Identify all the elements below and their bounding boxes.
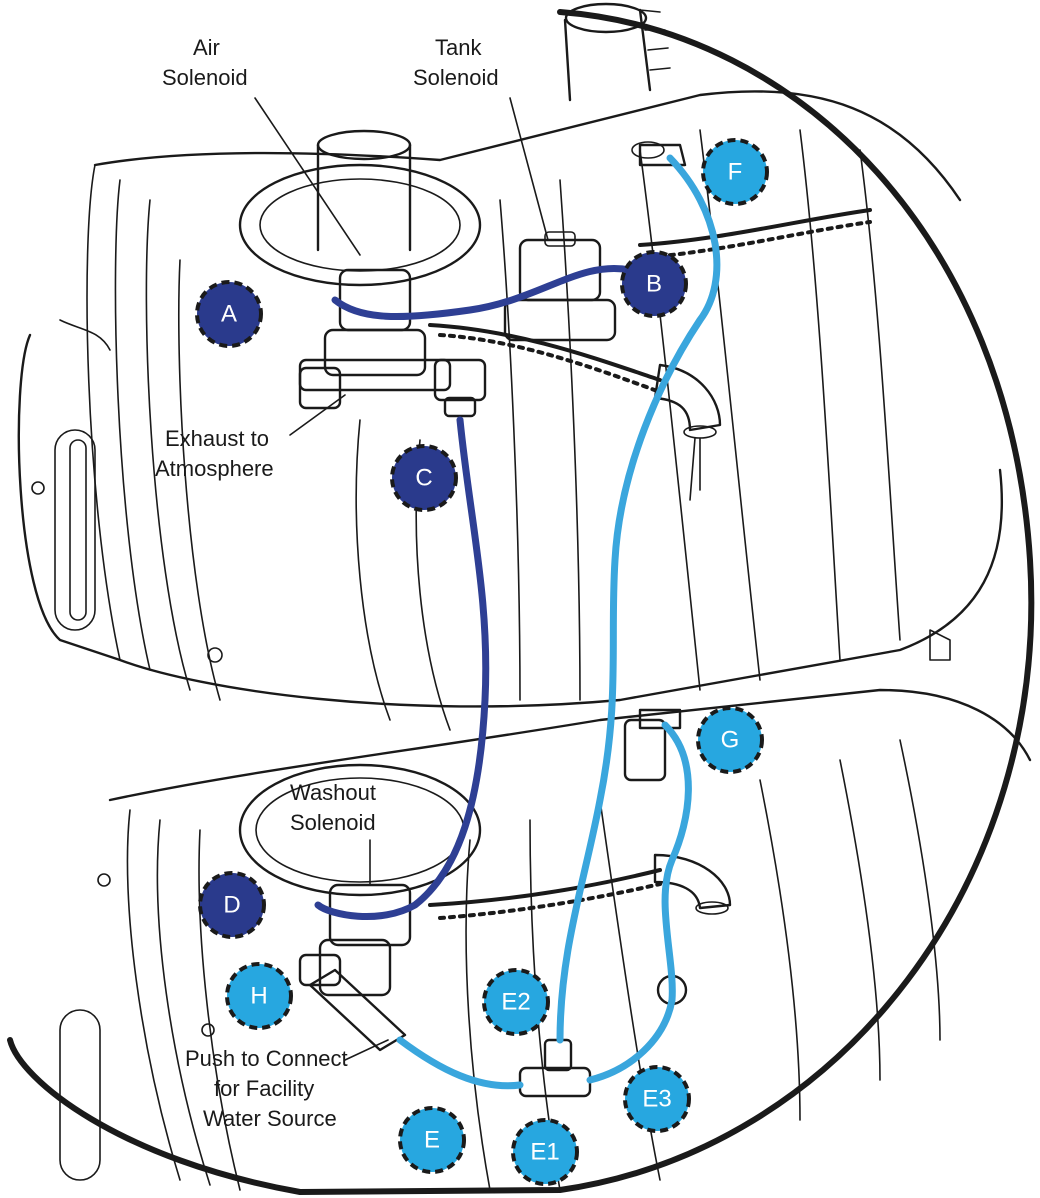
svg-text:E3: E3 [642, 1086, 671, 1113]
labels: Air Solenoid Tank Solenoid Exhaust to At… [155, 35, 499, 1131]
push-connect-label-3: Water Source [203, 1106, 337, 1131]
light-tube-f [556, 154, 721, 1044]
svg-text:F: F [728, 159, 743, 186]
badge-h: H [225, 962, 293, 1030]
exhaust-label-2: Atmosphere [155, 456, 274, 481]
leader-lines [254, 97, 549, 1061]
dark-tube-upper [331, 265, 653, 321]
lower-tank [59, 629, 1032, 1191]
badge-a: A [195, 280, 263, 348]
svg-text:E: E [424, 1127, 440, 1154]
badge-f: F [701, 138, 769, 206]
badge-e1: E1 [511, 1118, 579, 1186]
view-boundary-arc [7, 9, 1035, 1195]
badge-d: D [198, 871, 266, 939]
washout-solenoid-label-2: Solenoid [290, 810, 376, 835]
svg-text:E1: E1 [530, 1139, 559, 1166]
svg-text:C: C [415, 465, 432, 492]
badge-e: E [398, 1106, 466, 1174]
air-solenoid-label-2: Solenoid [162, 65, 248, 90]
badge-e3: E3 [623, 1065, 691, 1133]
svg-text:E2: E2 [501, 989, 530, 1016]
dark-tube-c [314, 416, 490, 920]
badge-g: G [696, 706, 764, 774]
push-connect-label-1: Push to Connect [185, 1046, 348, 1071]
tank-solenoid-label-2: Solenoid [413, 65, 499, 90]
upper-tank [17, 2, 1004, 731]
badge-b: B [620, 250, 688, 318]
tubing [314, 154, 721, 1090]
light-tube-e [396, 1036, 524, 1090]
washout-solenoid-label-1: Washout [290, 780, 376, 805]
air-solenoid-label-1: Air [193, 35, 220, 60]
badges: A B C D F G H E2 [195, 138, 769, 1186]
svg-text:B: B [646, 271, 662, 298]
svg-text:G: G [721, 727, 740, 754]
push-connect-label-2: for Facility [214, 1076, 314, 1101]
exhaust-label-1: Exhaust to [165, 426, 269, 451]
badge-e2: E2 [482, 968, 550, 1036]
light-tube-g [586, 721, 692, 1084]
svg-text:H: H [250, 983, 267, 1010]
tank-solenoid-label-1: Tank [435, 35, 482, 60]
badge-c: C [390, 444, 458, 512]
hardware [298, 141, 872, 1098]
svg-text:D: D [223, 892, 240, 919]
svg-text:A: A [221, 301, 237, 328]
